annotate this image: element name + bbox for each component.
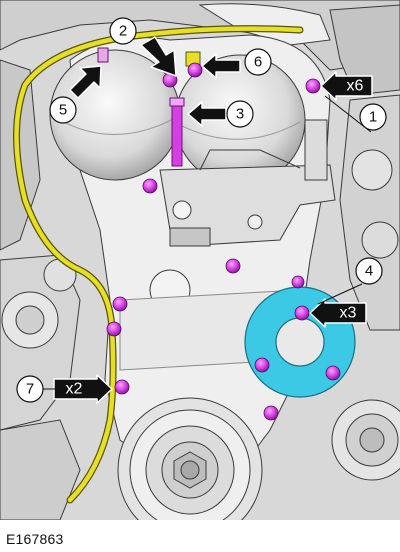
callout-4: 4 [355,257,383,285]
arrow-3 [187,101,227,127]
bolt [254,357,270,373]
svg-text:1: 1 [369,109,377,126]
bolt [106,321,122,337]
multiplier-labels: x6 x3 x2 [66,78,364,398]
bolt [114,379,130,395]
callout-2: 2 [109,17,137,45]
bolt [305,78,321,94]
bolt [263,405,279,421]
callout-arrows [53,36,373,404]
svg-text:5: 5 [59,102,67,119]
callout-3: 3 [226,100,254,128]
figure-id: E167863 [6,531,64,547]
callout-circles: 1 2 3 4 5 6 7 [16,17,387,403]
callout-6: 6 [244,48,272,76]
bolt [291,275,305,289]
callout-7: 7 [16,375,44,403]
bolt [294,305,310,321]
callout-1: 1 [359,103,387,131]
svg-text:3: 3 [236,106,244,123]
bolt [187,62,203,78]
svg-text:7: 7 [26,381,34,398]
svg-text:4: 4 [365,263,373,280]
bolt [225,258,241,274]
arrow-x3 [309,298,367,328]
arrow-5 [69,65,102,99]
multiplier-x2: x2 [66,381,83,398]
callout-5: 5 [49,96,77,124]
bolts [106,62,341,421]
bolt [142,178,158,194]
multiplier-x3: x3 [340,305,357,322]
arrow-6 [201,53,241,79]
bolt [112,296,128,312]
svg-text:2: 2 [119,23,127,40]
multiplier-x6: x6 [347,78,364,95]
svg-text:6: 6 [254,54,262,71]
stud-3 [169,97,185,167]
bolt [325,365,341,381]
arrow-2 [140,36,177,77]
arrow-x6 [320,71,373,101]
